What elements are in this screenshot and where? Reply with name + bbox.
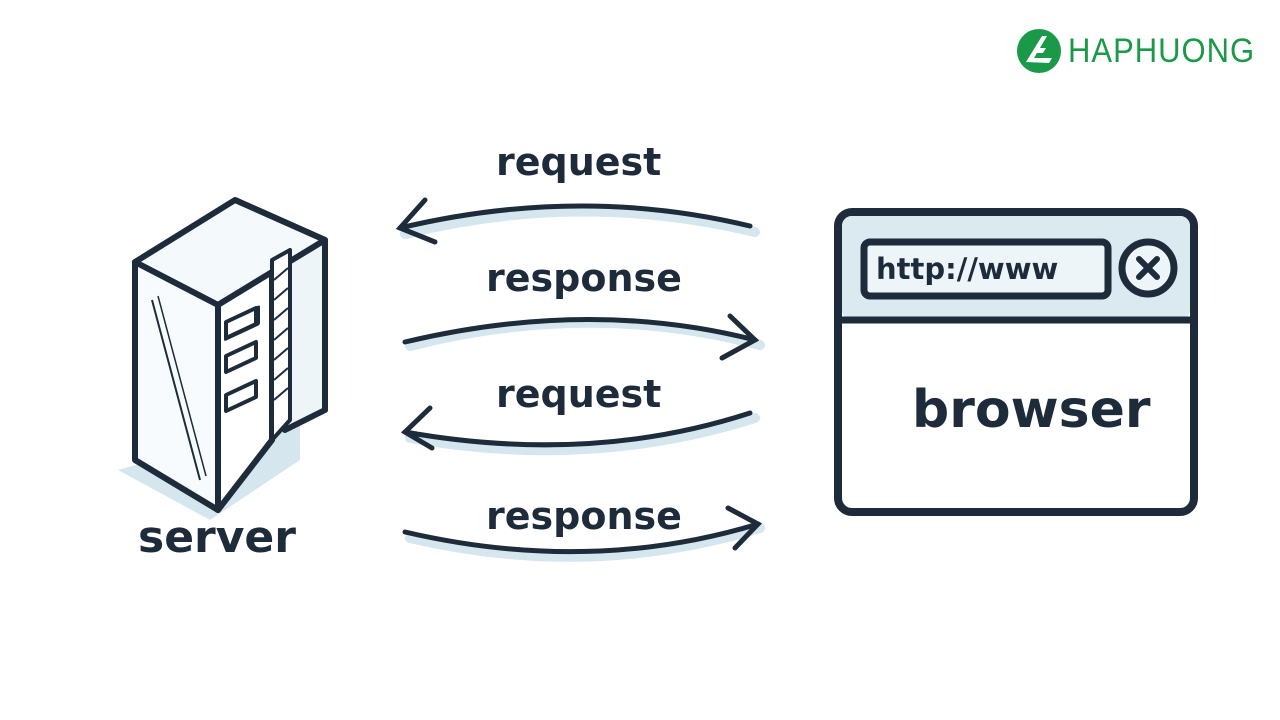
- request-arrow-2: [400, 405, 760, 456]
- brand-name: HAPHUONG: [1068, 31, 1256, 70]
- browser-url-text: http://www: [876, 252, 1059, 286]
- arrows: [395, 197, 765, 562]
- browser-label: browser: [912, 380, 1151, 440]
- response-label-2: response: [486, 494, 682, 538]
- request-label-2: request: [496, 372, 662, 416]
- response-arrow-1: [402, 313, 765, 361]
- request-label-1: request: [496, 140, 662, 184]
- browser-window-icon: [834, 208, 1198, 516]
- response-label-1: response: [486, 256, 682, 300]
- close-icon: [1118, 238, 1178, 298]
- response-arrow-2: [402, 505, 765, 562]
- haphuong-logo-icon: [1017, 29, 1061, 73]
- brand-logo: HAPHUONG: [1016, 26, 1255, 76]
- server-tower-icon: [118, 197, 328, 520]
- server-label: server: [138, 512, 296, 563]
- request-arrow-1: [395, 197, 760, 245]
